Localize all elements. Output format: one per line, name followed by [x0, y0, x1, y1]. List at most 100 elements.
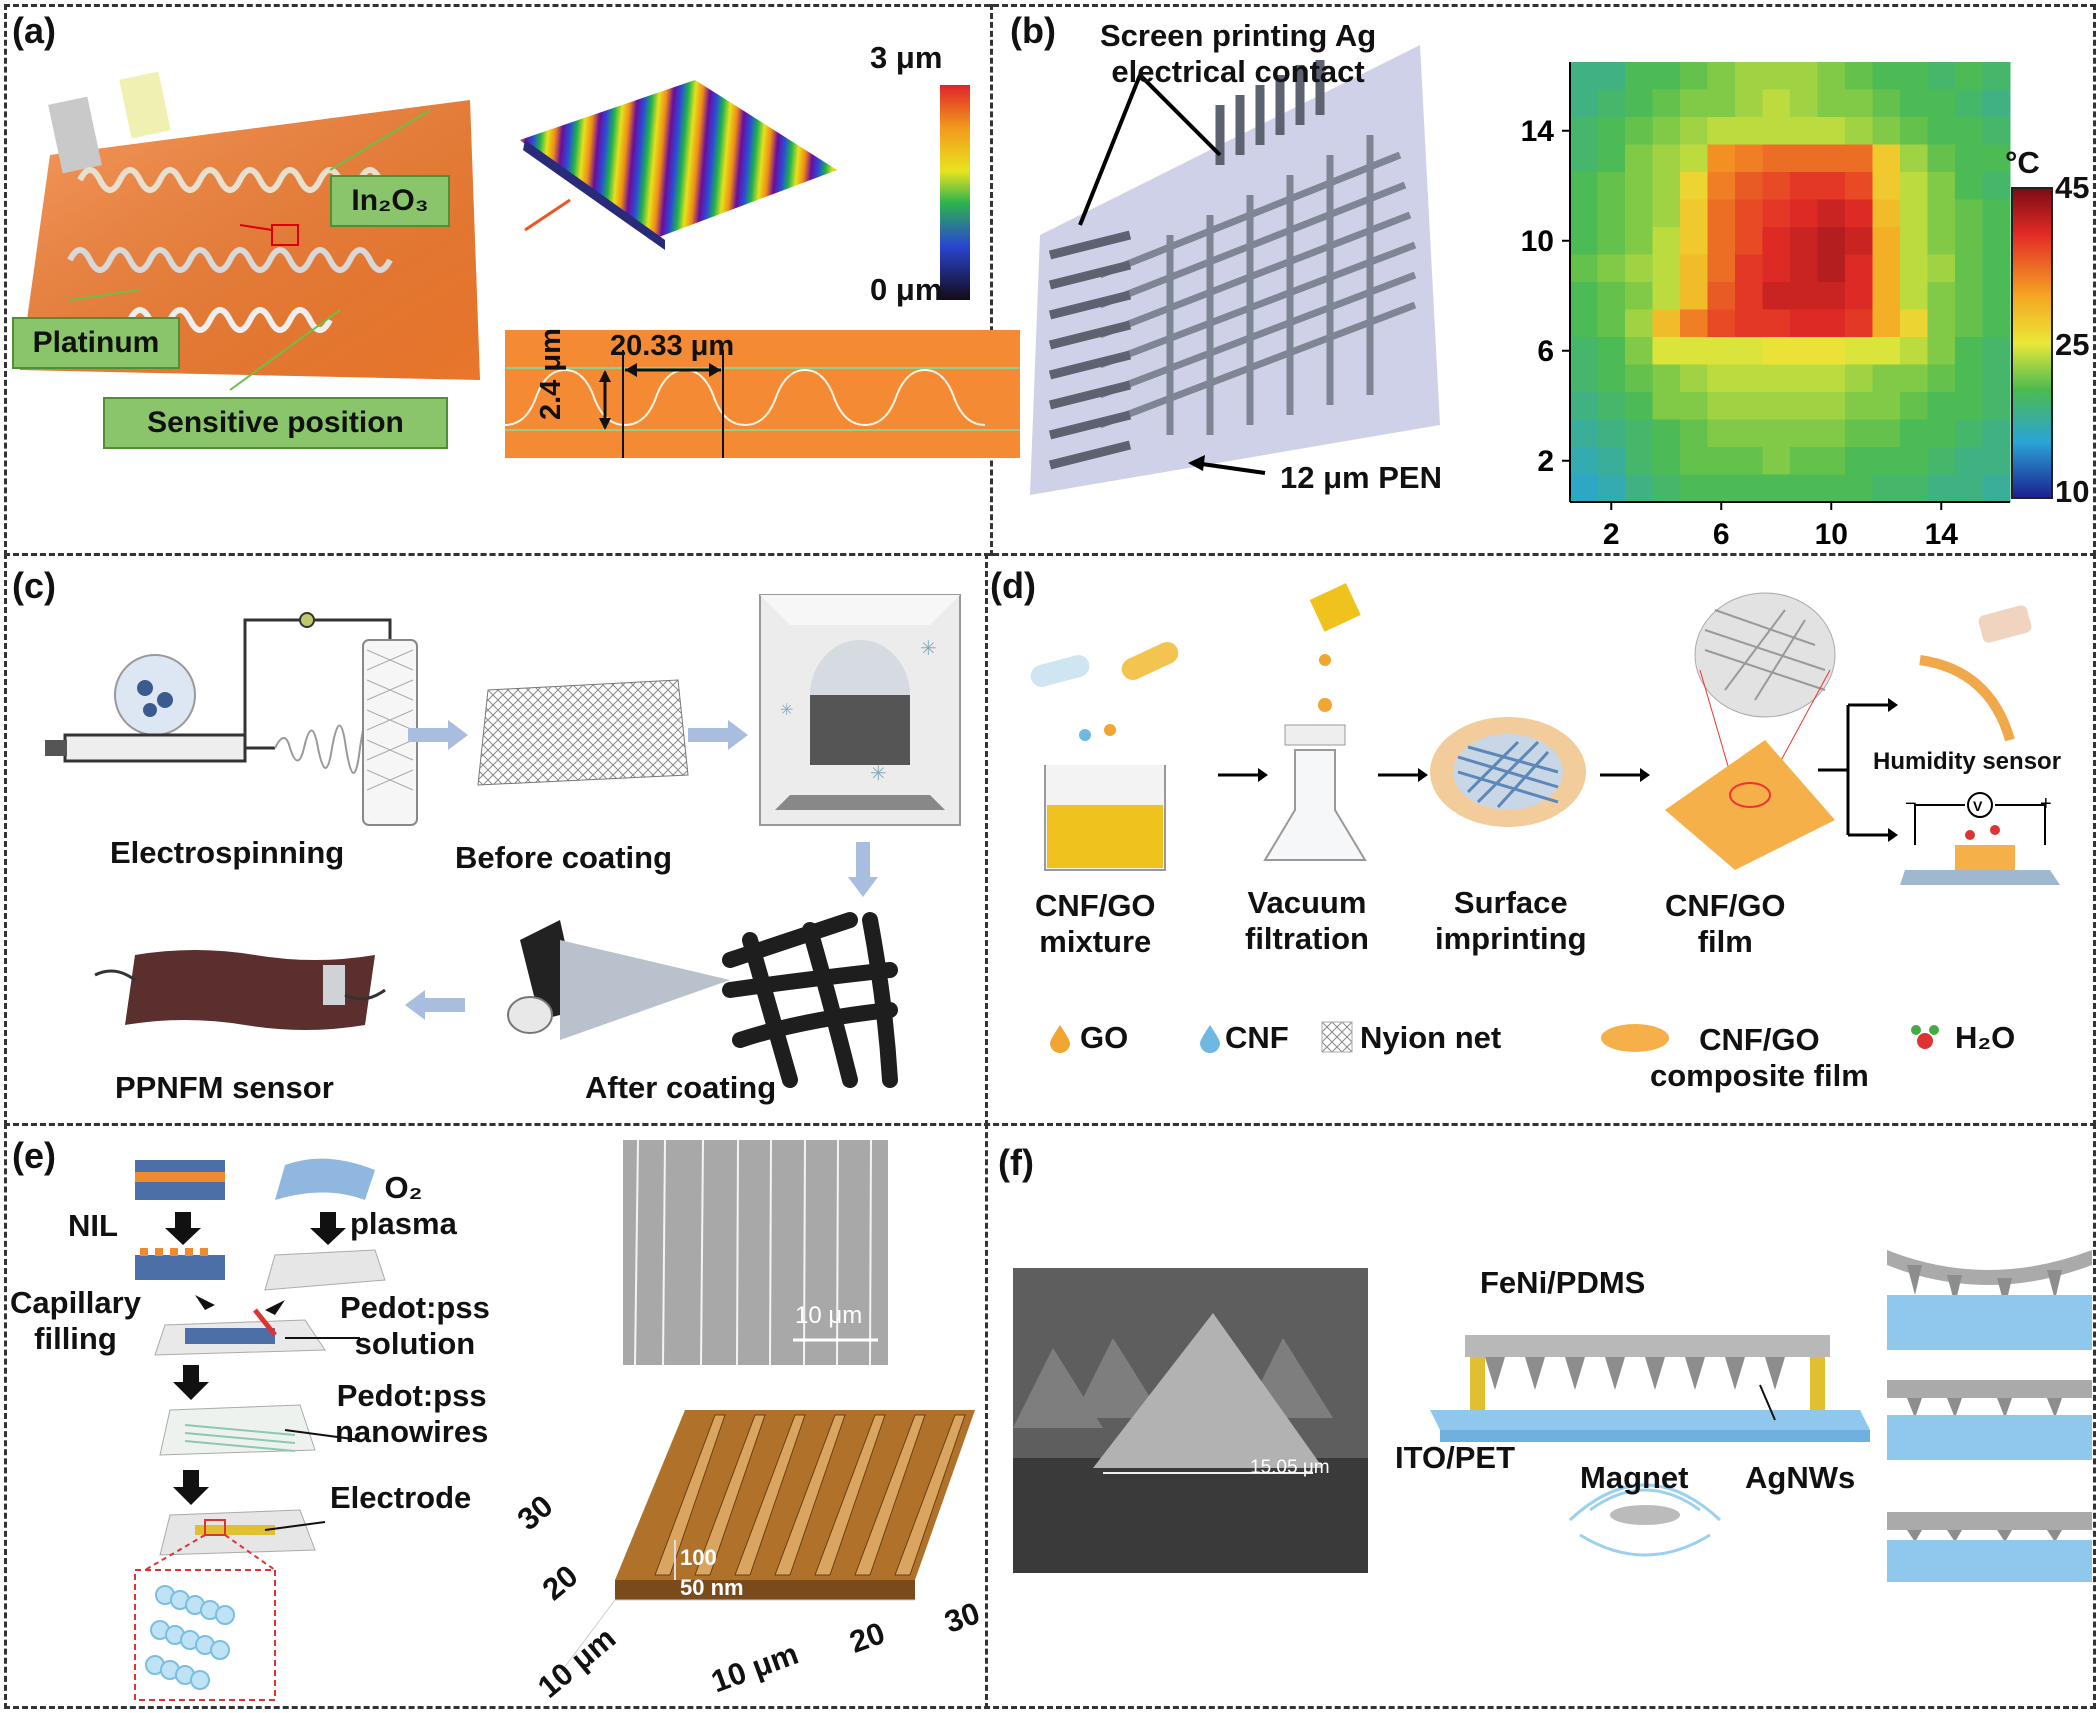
heatmap-cell [1652, 89, 1681, 118]
heatmap-cell [1900, 309, 1928, 338]
heatmap-cell [1872, 172, 1901, 200]
wavy-surface-3d [519, 80, 838, 250]
heatmap-x-tick-label: 2 [1603, 518, 1620, 551]
heatmap-cell [1625, 447, 1653, 475]
heatmap-cell [1762, 172, 1791, 200]
colorbar-top-label: 3 μm [870, 40, 943, 75]
heatmap-cell [1900, 392, 1928, 420]
flow-arrow-left [405, 990, 465, 1020]
heatmap-cell [1707, 172, 1736, 200]
sem-measure-label: 15.05 μm [1250, 1457, 1330, 1478]
pen-substrate-label: 12 μm PEN [1280, 460, 1442, 495]
heatmap-cell [1680, 392, 1708, 420]
heatmap-cell [1790, 337, 1818, 365]
svg-text:✳: ✳ [870, 763, 887, 785]
heatmap-cell [1817, 227, 1846, 255]
heatmap-cell [1790, 254, 1818, 283]
heatmap-cell [1872, 144, 1901, 173]
svg-text:V: V [1973, 798, 1983, 814]
heatmap-cell [1982, 89, 2011, 118]
fabrication-flow [134, 1158, 386, 1701]
heatmap-cell [1845, 62, 1873, 90]
legend-cnf-icon [1200, 1025, 1220, 1053]
heatmap-cell [1707, 117, 1736, 145]
bent-sensor-illustration [1919, 605, 2032, 742]
heatmap-cell [1680, 227, 1708, 255]
heatmap-cell [1900, 337, 1928, 365]
legend-cnf-label: CNF [1225, 1020, 1289, 1055]
heatmap-cell [1762, 117, 1791, 145]
heatmap-cell [1790, 447, 1818, 475]
heatmap-cell [1982, 474, 2011, 503]
surface-imprinting-disc [1430, 717, 1586, 827]
heatmap-cell [1707, 392, 1736, 420]
heatmap-cell [1707, 419, 1736, 448]
heatmap-cell [1707, 337, 1736, 365]
heatmap-cell [1735, 227, 1763, 255]
sem-pyramid-image [1013, 1268, 1368, 1573]
heatmap-cell [1597, 199, 1626, 228]
legend-net-icon [1321, 1021, 1353, 1053]
heatmap-cell [1872, 392, 1901, 420]
heatmap-cell [1680, 199, 1708, 228]
deformation-state-3 [1887, 1512, 2092, 1582]
nil-label: NIL [68, 1208, 118, 1243]
panel-divider-f [985, 1123, 988, 1709]
heatmap-cell [1680, 89, 1708, 118]
branch-arrows [1818, 698, 1898, 842]
heatmap-cell [1735, 309, 1763, 338]
heatmap-cell [1762, 447, 1791, 475]
heatmap-cell [1900, 172, 1928, 200]
heatmap-cell [1845, 474, 1873, 503]
legend-net-label: Nyion net [1360, 1020, 1502, 1055]
heatmap-cell [1735, 172, 1763, 200]
vacuum-filtration-label: Vacuum filtration [1245, 885, 1369, 956]
heatmap-cell [1570, 337, 1598, 365]
heatmap-cell [1707, 199, 1736, 228]
heatmap-cell [1680, 447, 1708, 475]
panel-b-label: (b) [1010, 10, 1056, 51]
heatmap-cell [1845, 447, 1873, 475]
panel-divider-d [985, 553, 988, 1126]
humidity-circuit: −+ V [1900, 792, 2060, 885]
heatmap-cell [1982, 227, 2011, 255]
colorbar-tick-10: 10 [2055, 474, 2090, 509]
before-coating-label: Before coating [455, 840, 673, 875]
heatmap-cell [1680, 337, 1708, 365]
heatmap-cell [1597, 144, 1626, 173]
heatmap-cell [1597, 309, 1626, 338]
heatmap-cell [1680, 364, 1708, 393]
panel-e-label: (e) [12, 1135, 56, 1176]
heatmap-y-tick-label: 10 [1521, 225, 1554, 258]
heatmap-cell [1817, 419, 1846, 448]
heatmap-cell [1982, 392, 2011, 420]
heatmap-cell [1625, 364, 1653, 393]
heatmap-cell [1762, 364, 1791, 393]
heatmap-cell [1872, 254, 1901, 283]
heatmap-cell [1982, 282, 2011, 310]
cnf-go-film [1665, 592, 1836, 870]
heatmap-cell [1735, 282, 1763, 310]
heatmap-cell [1625, 282, 1653, 310]
heatmap-cell [1900, 144, 1928, 173]
heatmap-cell [1845, 309, 1873, 338]
heatmap-cell [1570, 62, 1598, 90]
heatmap-cell [1597, 474, 1626, 503]
heatmap-cell [1900, 282, 1928, 310]
heatmap-cell [1955, 172, 1983, 200]
heatmap-cell [1680, 144, 1708, 173]
heatmap-cell [1652, 144, 1681, 173]
arrow-d1 [1218, 768, 1268, 782]
heatmap-cell [1762, 199, 1791, 228]
heatmap-cell [1845, 227, 1873, 255]
height-colorbar [940, 85, 970, 300]
sem-nanowire-image [623, 1139, 888, 1366]
heatmap-cell [1927, 144, 1956, 173]
heatmap-cell [1570, 309, 1598, 338]
heatmap-cell [1762, 227, 1791, 255]
heatmap-cell [1982, 144, 2011, 173]
after-coating-label: After coating [585, 1070, 777, 1105]
heatmap-cell [1872, 227, 1901, 255]
heatmap-y-tick-label: 14 [1521, 115, 1555, 148]
heatmap-cell [1735, 62, 1763, 90]
